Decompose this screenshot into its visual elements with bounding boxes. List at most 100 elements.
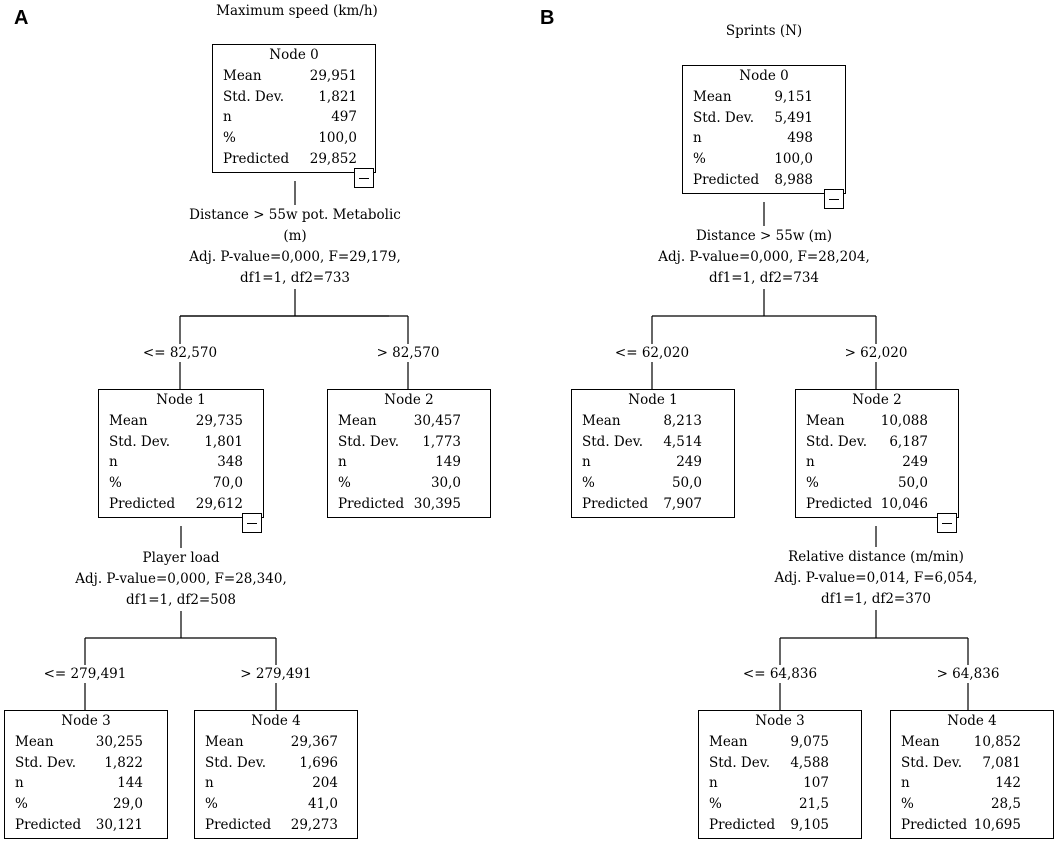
- node-row-value: 1,821: [318, 88, 357, 105]
- collapse-toggle-icon[interactable]: [354, 167, 374, 188]
- node-row-label: Std. Dev.: [709, 754, 771, 771]
- node-row-label: Mean: [582, 413, 621, 429]
- collapse-toggle-icon[interactable]: [937, 512, 957, 533]
- node-row-label: Predicted: [15, 816, 82, 833]
- node-row-value: 7,907: [663, 495, 702, 512]
- panel-a-sub-branch-left-label: <= 279,491: [41, 665, 129, 683]
- collapse-toggle-icon[interactable]: [824, 188, 844, 209]
- panel-a-branch-left-label: <= 82,570: [140, 344, 220, 362]
- node-title: Node 2: [852, 392, 902, 408]
- node-row-sd: Std. Dev.4,514: [572, 432, 734, 453]
- node-row-label: Mean: [223, 68, 262, 84]
- node-row-sd: Std. Dev. 1,801: [99, 432, 263, 453]
- node-row-value: 29,0: [112, 796, 143, 813]
- node-row-value: 29,735: [195, 413, 243, 429]
- panel-a-root-split-label: Distance > 55w pot. Metabolic (m) Adj. P…: [189, 205, 401, 289]
- node-row-mean: Mean 29,951: [213, 66, 375, 87]
- node-row-value: 29,852: [309, 150, 357, 167]
- node-row-sd: Std. Dev. 6,187: [796, 432, 958, 453]
- node-row-value: 50,0: [897, 475, 928, 492]
- node-row-sd: Std. Dev. 1,822: [5, 753, 167, 774]
- node-row-pred: Predicted 30,121: [5, 815, 167, 836]
- node-row-value: 10,695: [973, 816, 1021, 833]
- node-row-label: %: [582, 475, 595, 492]
- node-row-value: 1,801: [204, 433, 243, 450]
- node-row-value: 30,255: [95, 734, 143, 750]
- node-row-value: 29,367: [290, 734, 338, 750]
- node-row-label: Predicted: [582, 495, 649, 512]
- node-row-value: 204: [312, 775, 338, 792]
- node-row-label: n: [693, 130, 702, 147]
- node-row-value: 29,951: [309, 68, 357, 84]
- node-row-sd: Std. Dev.1,773: [328, 432, 490, 453]
- node-row-value: 5,491: [774, 109, 813, 126]
- node-title: Node 4: [947, 713, 997, 729]
- node-row-label: Mean: [709, 734, 748, 750]
- node-row-value: 107: [803, 775, 829, 792]
- node-row-value: 6,187: [889, 433, 928, 450]
- node-title: Node 1: [628, 392, 678, 408]
- collapse-toggle-icon[interactable]: [242, 512, 262, 533]
- node-row-sd: Std. Dev. 1,821: [213, 87, 375, 108]
- node-row-value: 249: [676, 454, 702, 471]
- node-row-value: 9,151: [774, 89, 813, 105]
- node-row-label: Mean: [338, 413, 377, 429]
- node-row-value: 70,0: [212, 475, 243, 492]
- node-row-pct: %30,0: [328, 473, 490, 494]
- node-row-value: 1,696: [299, 754, 338, 771]
- node-row-value: 28,5: [990, 796, 1021, 813]
- node-row-label: %: [338, 475, 351, 492]
- panel-b-title: Sprints (N): [725, 23, 803, 39]
- panel-a-sub-branch-right-label: > 279,491: [238, 665, 314, 683]
- node-row-value: 29,612: [195, 495, 243, 512]
- node-row-value: 4,588: [790, 754, 829, 771]
- node-row-label: Predicted: [109, 495, 176, 512]
- node-row-value: 10,088: [880, 413, 928, 429]
- node-row-value: 10,852: [973, 734, 1021, 750]
- node-row-pct: % 50,0: [572, 473, 734, 494]
- node-row-pred: Predicted 29,612: [99, 494, 263, 515]
- node-row-value: 249: [902, 454, 928, 471]
- node-row-label: Std. Dev.: [806, 433, 868, 450]
- panel-a-letter: A: [14, 7, 29, 29]
- node-row-value: 497: [331, 109, 357, 126]
- node-row-label: %: [205, 796, 218, 813]
- node-row-label: n: [15, 775, 24, 792]
- node-row-value: 50,0: [671, 475, 702, 492]
- panel-a-title: Maximum speed (km/h): [216, 3, 378, 19]
- node-row-value: 21,5: [798, 796, 829, 813]
- node-title: Node 3: [755, 713, 805, 729]
- node-row-label: Std. Dev.: [582, 433, 644, 450]
- panel-b-root-split-label: Distance > 55w (m) Adj. P-value=0,000, F…: [658, 226, 870, 289]
- node-row-label: n: [338, 454, 347, 471]
- node-row-label: %: [806, 475, 819, 492]
- node-title: Node 0: [739, 68, 789, 84]
- node-row-label: Predicted: [338, 495, 405, 512]
- node-row-mean: Mean 30,255: [5, 732, 167, 753]
- node-row-label: Mean: [15, 734, 54, 750]
- node-row-label: Std. Dev.: [15, 754, 77, 771]
- node-row-label: Std. Dev.: [901, 754, 963, 771]
- node-row-value: 1,822: [104, 754, 143, 771]
- node-row-label: Mean: [901, 734, 940, 750]
- node-row-value: 30,121: [95, 816, 143, 833]
- node-row-label: Std. Dev.: [223, 88, 285, 105]
- node-row-pred: Predicted 7,907: [572, 494, 734, 515]
- node-row-label: Predicted: [693, 171, 760, 188]
- node-row-label: Std. Dev.: [109, 433, 171, 450]
- node-row-pct: %100,0: [683, 149, 845, 170]
